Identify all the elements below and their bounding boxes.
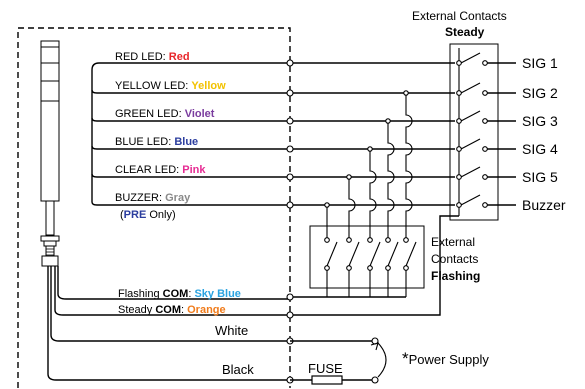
external-contacts-title: External Contacts (412, 9, 507, 23)
led-label-blue: BLUE LED: Blue (115, 136, 198, 148)
fuse-label: FUSE (308, 361, 343, 376)
black-wire-label: Black (222, 362, 254, 377)
led-label-prefix: CLEAR LED: (115, 164, 182, 176)
led-label-prefix: BUZZER: (115, 192, 165, 204)
flashing-com-label: Flashing COM: Sky Blue (118, 288, 241, 300)
signal-label-2: SIG 2 (522, 85, 558, 101)
flashing-contact-switch-4 (385, 237, 399, 271)
flashing-contact-switch-3 (367, 237, 381, 271)
power-supply-section: FUSE *Power Supply (290, 337, 489, 385)
flashing-box-line1: External (431, 235, 475, 249)
steady-contact-switch-5 (456, 166, 516, 180)
steady-contact-switch-2 (456, 82, 516, 96)
branch-junctions (324, 90, 409, 208)
power-supply-icon (377, 342, 387, 378)
steady-contact-switch-6 (456, 194, 516, 208)
led-label-prefix: YELLOW LED: (115, 80, 191, 92)
led-color-name: Violet (185, 108, 215, 120)
boundary-terminals (286, 59, 294, 384)
led-wires (91, 62, 290, 206)
steady-contact-switch-1 (456, 52, 516, 66)
steady-label: Steady (445, 25, 485, 39)
led-labels: RED LED: Red YELLOW LED: Yellow GREEN LE… (115, 51, 241, 316)
steady-contacts-box: External Contacts Steady (412, 9, 507, 221)
steady-com-label: Steady COM: Orange (118, 304, 226, 316)
led-label-buzzer: BUZZER: Gray (115, 192, 191, 204)
led-color-name: Red (169, 51, 190, 63)
signal-labels: SIG 1 SIG 2 SIG 3 SIG 4 SIG 5 Buzzer (522, 55, 566, 213)
steady-contact-switch-4 (456, 138, 516, 152)
led-label-prefix: RED LED: (115, 51, 169, 63)
led-color-name: Blue (174, 136, 198, 148)
steady-contacts (456, 52, 516, 208)
led-label-clear: CLEAR LED: Pink (115, 164, 206, 176)
signal-label-buzzer: Buzzer (522, 197, 566, 213)
flashing-box-line2: Contacts (431, 252, 478, 266)
led-color-name: Gray (165, 192, 191, 204)
led-color-name: Yellow (191, 80, 226, 92)
flashing-contact-switch-5 (403, 237, 417, 271)
signal-label-3: SIG 3 (522, 113, 558, 129)
cable-bundle (47, 266, 290, 381)
power-supply-asterisk: * (402, 349, 409, 368)
flashing-branch-wires (326, 93, 413, 238)
led-label-prefix: GREEN LED: (115, 108, 185, 120)
flashing-box-line3: Flashing (431, 269, 480, 283)
flashing-contact-switch-1 (324, 237, 338, 271)
fuse-icon (311, 375, 343, 385)
led-label-red: RED LED: Red (115, 51, 190, 63)
led-label-prefix: BLUE LED: (115, 136, 174, 148)
led-label-green: GREEN LED: Violet (115, 108, 215, 120)
signal-label-1: SIG 1 (522, 55, 558, 71)
flashing-contacts-box: External Contacts Flashing (290, 225, 480, 298)
white-wire-label: White (215, 323, 248, 338)
flashing-contact-switch-2 (346, 237, 360, 271)
steady-contact-switch-3 (456, 110, 516, 124)
led-label-yellow: YELLOW LED: Yellow (115, 80, 226, 92)
signal-label-4: SIG 4 (522, 141, 558, 157)
led-color-name: Pink (182, 164, 206, 176)
pre-only-note: (PRE Only) (120, 209, 176, 221)
power-supply-label: *Power Supply (402, 349, 489, 368)
steady-com-wire (290, 215, 459, 316)
signal-tower-icon (40, 40, 60, 267)
signal-label-5: SIG 5 (522, 169, 558, 185)
steady-feed-wires (290, 62, 455, 206)
